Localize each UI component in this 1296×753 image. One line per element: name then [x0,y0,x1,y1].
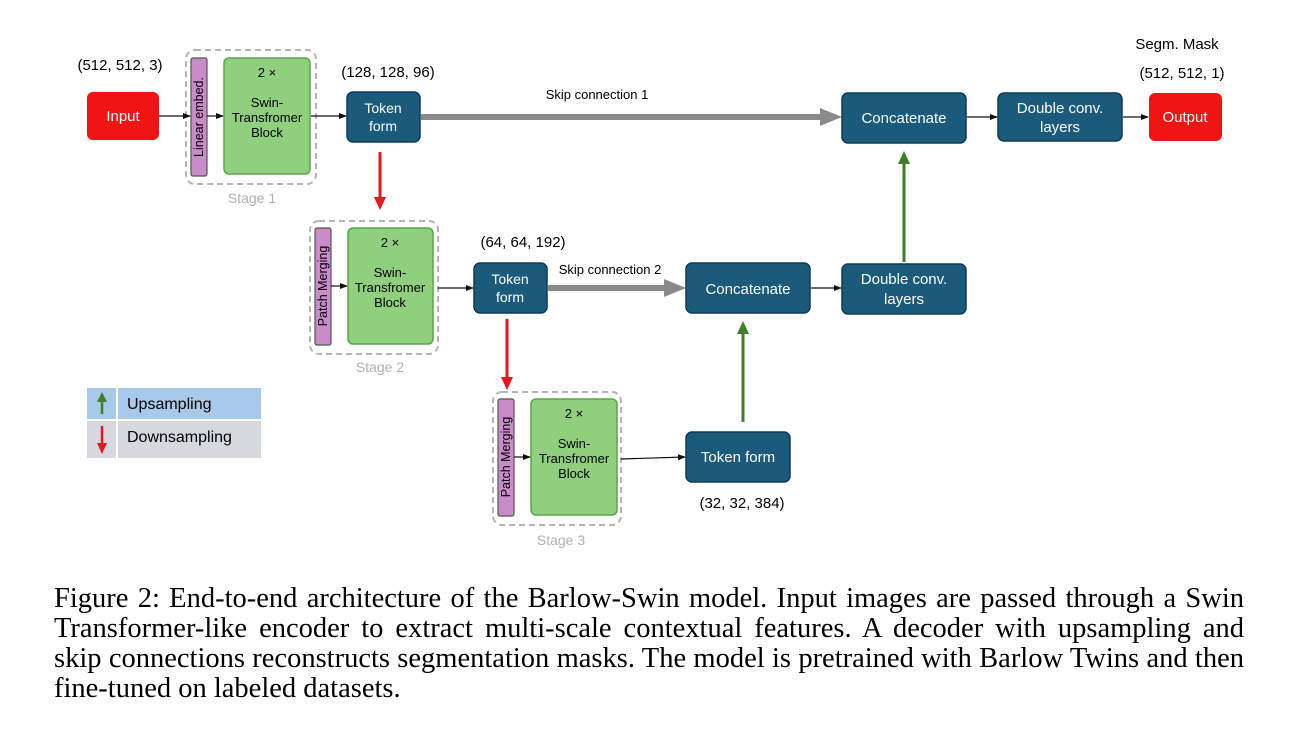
swin-block-3-repeat: 2 × [565,406,583,421]
concatenate-2-label: Concatenate [705,281,790,298]
arrow-swin3-to-token3 [620,454,686,461]
segm-mask-label: Segm. Mask [1135,36,1219,53]
stage2-label: Stage 2 [356,359,404,375]
input-label: Input [106,108,140,125]
swin-block-3-line1: Swin- [558,436,591,451]
legend-upsampling-row [118,388,261,419]
output-label: Output [1162,109,1208,126]
figure-caption: Figure 2: End-to-end architecture of the… [54,583,1244,704]
swin-block-2-line2: Transfromer [355,280,426,295]
swin-block-2 [347,227,434,345]
double-conv-1 [997,92,1123,142]
swin-block-2-line1: Swin- [374,265,407,280]
legend-down-arrow-icon-head [97,443,107,454]
swin-block-1-line1: Swin- [251,95,284,110]
double-conv-1-line1: Double conv. [1017,100,1103,117]
legend-downsampling-row [118,421,261,458]
architecture-diagram: Stage 1 Stage 2 Stage 3 (512, 512, 3) In… [77,36,1224,548]
concatenate-2 [685,262,811,314]
swin-block-1 [223,57,311,175]
concatenate-1-label: Concatenate [861,110,946,127]
upsampling-arrow-1-head [898,151,910,164]
swin-block-1-repeat: 2 × [258,65,276,80]
stage2-shape-label: (64, 64, 192) [480,234,565,251]
patch-merging-2-label: Patch Merging [316,246,330,327]
stage1-shape-label: (128, 128, 96) [341,64,434,81]
token-form-1-line1: Token [364,100,401,116]
legend-upsampling-label: Upsampling [127,396,211,413]
token-form-3 [685,431,791,483]
output-shape-label: (512, 512, 1) [1139,65,1224,82]
swin-block-2-line3: Block [374,295,406,310]
downsampling-arrow-1-head [374,197,386,210]
downsampling-arrow-2-head [501,377,513,390]
concatenate-1 [841,92,967,144]
token-form-2 [473,262,548,314]
skip-connection-1-label: Skip connection 1 [546,87,649,102]
input-shape-label: (512, 512, 3) [77,57,162,74]
skip-connection-2-label: Skip connection 2 [559,262,662,277]
legend-up-arrow-icon-head [97,392,107,402]
double-conv-2-line1: Double conv. [861,271,947,288]
double-conv-2 [841,263,967,315]
token-form-2-line2: form [496,289,524,305]
output-box [1149,93,1222,141]
token-form-3-label: Token form [701,449,775,466]
double-conv-2-line2: layers [884,291,924,308]
swin-block-1-line2: Transfromer [232,110,303,125]
swin-block-3-line3: Block [558,466,590,481]
token-form-1-line2: form [369,118,397,134]
stage1-label: Stage 1 [228,190,276,206]
legend: Upsampling Downsampling [87,388,261,458]
skip-connection-2-arrowhead [664,279,686,297]
swin-block-3 [530,398,618,516]
upsampling-arrow-2-head [737,321,749,334]
swin-block-1-line3: Block [251,125,283,140]
patch-merging-3-label: Patch Merging [499,417,513,498]
input-box [87,92,159,140]
skip-connection-1-arrowhead [820,108,842,126]
token-form-2-line1: Token [491,271,528,287]
stage3-shape-label: (32, 32, 384) [699,495,784,512]
linear-embed-box [190,57,208,177]
token-form-1 [346,91,421,143]
legend-downsampling-label: Downsampling [127,429,232,446]
swin-block-2-repeat: 2 × [381,235,399,250]
swin-block-3-line2: Transfromer [539,451,610,466]
linear-embed-label: Linear embed. [192,77,206,157]
stage3-label: Stage 3 [537,532,585,548]
double-conv-1-line2: layers [1040,119,1080,136]
